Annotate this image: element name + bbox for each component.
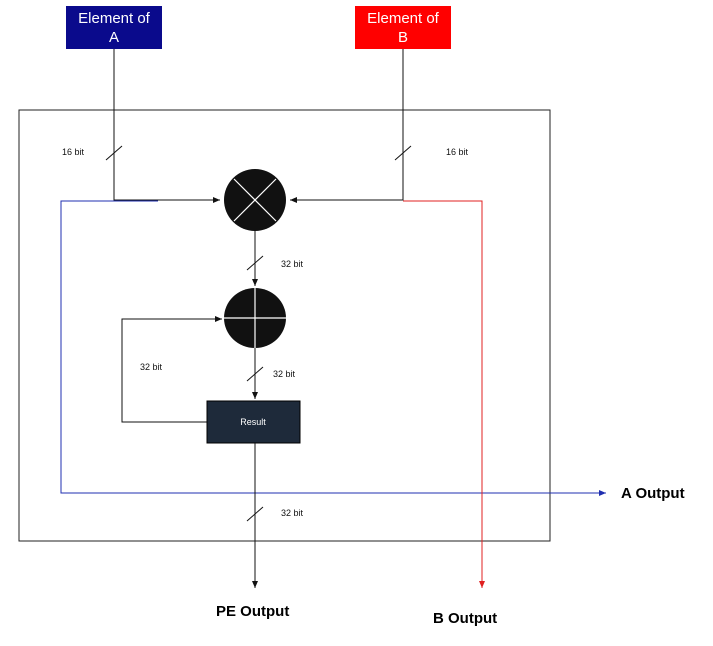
- result-label: Result: [240, 417, 266, 427]
- a-output-label: A Output: [621, 485, 685, 502]
- bus-label-a-in: 16 bit: [62, 147, 85, 157]
- bus-label-pe-out: 32 bit: [281, 508, 304, 518]
- bus-label-b-in: 16 bit: [446, 147, 469, 157]
- bus-label-adder-out: 32 bit: [273, 369, 296, 379]
- bus-label-feedback: 32 bit: [140, 362, 163, 372]
- wire-a-passthrough: [60, 200, 606, 496]
- input-b-label-line1: Element of: [367, 10, 440, 27]
- bus-label-mult-out: 32 bit: [281, 259, 304, 269]
- bus-mark-mult-out: [246, 255, 264, 271]
- input-a-box: [66, 6, 162, 49]
- wire-b-in: [290, 49, 404, 203]
- wire-a-in: [113, 49, 220, 203]
- bus-mark-pe-out: [246, 506, 264, 522]
- bus-mark-adder-out: [246, 366, 264, 382]
- bus-mark-b: [394, 145, 412, 161]
- input-a-label-line1: Element of: [78, 10, 151, 27]
- b-output-label: B Output: [433, 610, 497, 627]
- input-a-label-line2: A: [109, 29, 119, 46]
- bus-mark-a: [105, 145, 123, 161]
- input-b-box: [355, 6, 451, 49]
- multiplier-node: [224, 169, 286, 231]
- result-register: [206, 400, 301, 444]
- adder-node: [224, 288, 286, 348]
- pe-boundary: [18, 109, 551, 542]
- wire-b-passthrough: [403, 200, 485, 588]
- wire-feedback: [121, 316, 222, 423]
- pe-output-label: PE Output: [216, 603, 289, 620]
- input-b-label-line2: B: [398, 29, 408, 46]
